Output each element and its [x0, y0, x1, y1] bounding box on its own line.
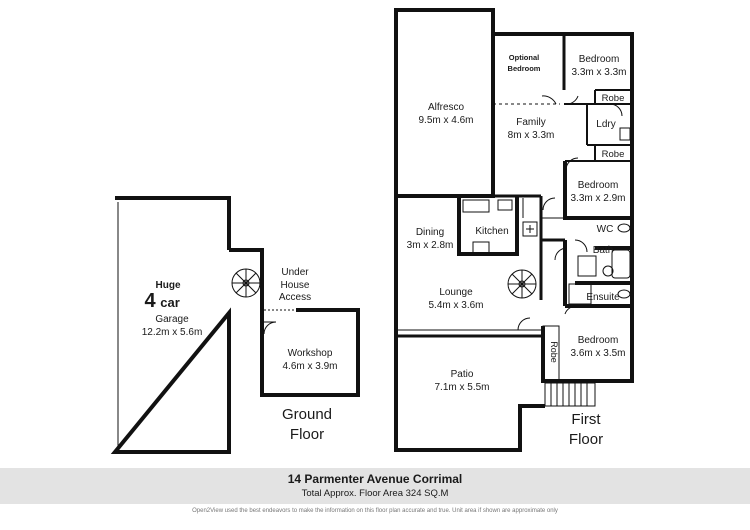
- workshop-name: Workshop: [288, 348, 333, 359]
- footer-area: Total Approx. Floor Area 324 SQ.M: [301, 488, 449, 499]
- bedroom2-dims: 3.3m x 2.9m: [570, 193, 625, 204]
- workshop-walls: [260, 308, 360, 397]
- ground-floor: [110, 196, 360, 454]
- ensuite-label: Ensuite: [586, 292, 620, 303]
- optional-bedroom-line2: Bedroom: [508, 64, 541, 73]
- kitchen-label: Kitchen: [475, 226, 508, 237]
- bedroom3-dims: 3.6m x 3.5m: [570, 348, 625, 359]
- first-floor-thin-lines: [396, 95, 631, 407]
- stair-walls: [229, 248, 264, 310]
- footer-address: 14 Parmenter Avenue Corrimal: [287, 472, 463, 486]
- under-house-line2: House: [281, 280, 310, 291]
- lounge-dims: 5.4m x 3.6m: [428, 300, 483, 311]
- optional-bedroom-line1: Optional: [509, 53, 539, 62]
- laundry-label: Ldry: [596, 119, 615, 130]
- wc-label: WC: [597, 224, 614, 235]
- dining-dims: 3m x 2.8m: [407, 240, 454, 251]
- bedroom2-name: Bedroom: [578, 180, 619, 191]
- first-floor-label-line2: Floor: [569, 431, 603, 448]
- patio-dims: 7.1m x 5.5m: [434, 382, 489, 393]
- robe3-label: Robe: [549, 341, 559, 363]
- family-dims: 8m x 3.3m: [508, 130, 555, 141]
- bath-label: Bath: [593, 245, 614, 256]
- under-house-line1: Under: [281, 267, 309, 278]
- ground-floor-label-line1: Ground: [282, 406, 332, 423]
- family-name: Family: [516, 117, 545, 128]
- footer-band: [0, 468, 750, 504]
- bedroom1-dims: 3.3m x 3.3m: [571, 67, 626, 78]
- garage-walls: [110, 196, 231, 454]
- footer-disclaimer: Open2View used the best endeavors to mak…: [192, 508, 558, 514]
- garage-name: Garage: [155, 314, 189, 325]
- garage-badge-num: 4: [144, 290, 156, 312]
- workshop-door-icon: [263, 321, 277, 335]
- alfresco-name: Alfresco: [428, 102, 465, 113]
- dining-name: Dining: [416, 227, 444, 238]
- robe1-label: Robe: [602, 93, 625, 104]
- alfresco-dims: 9.5m x 4.6m: [418, 115, 473, 126]
- lounge-name: Lounge: [439, 287, 473, 298]
- ground-floor-label-line2: Floor: [290, 426, 324, 443]
- under-house-line3: Access: [279, 292, 311, 303]
- bedroom3-name: Bedroom: [578, 335, 619, 346]
- workshop-dims: 4.6m x 3.9m: [282, 361, 337, 372]
- first-floor-label-line1: First: [571, 411, 601, 428]
- garage-dims: 12.2m x 5.6m: [142, 327, 203, 338]
- bedroom1-name: Bedroom: [579, 54, 620, 65]
- robe2-label: Robe: [602, 149, 625, 160]
- garage-badge-top: Huge: [156, 280, 181, 291]
- garage-badge-unit: car: [160, 295, 180, 310]
- patio-name: Patio: [451, 369, 474, 380]
- spiral-stair-ground: [231, 268, 261, 298]
